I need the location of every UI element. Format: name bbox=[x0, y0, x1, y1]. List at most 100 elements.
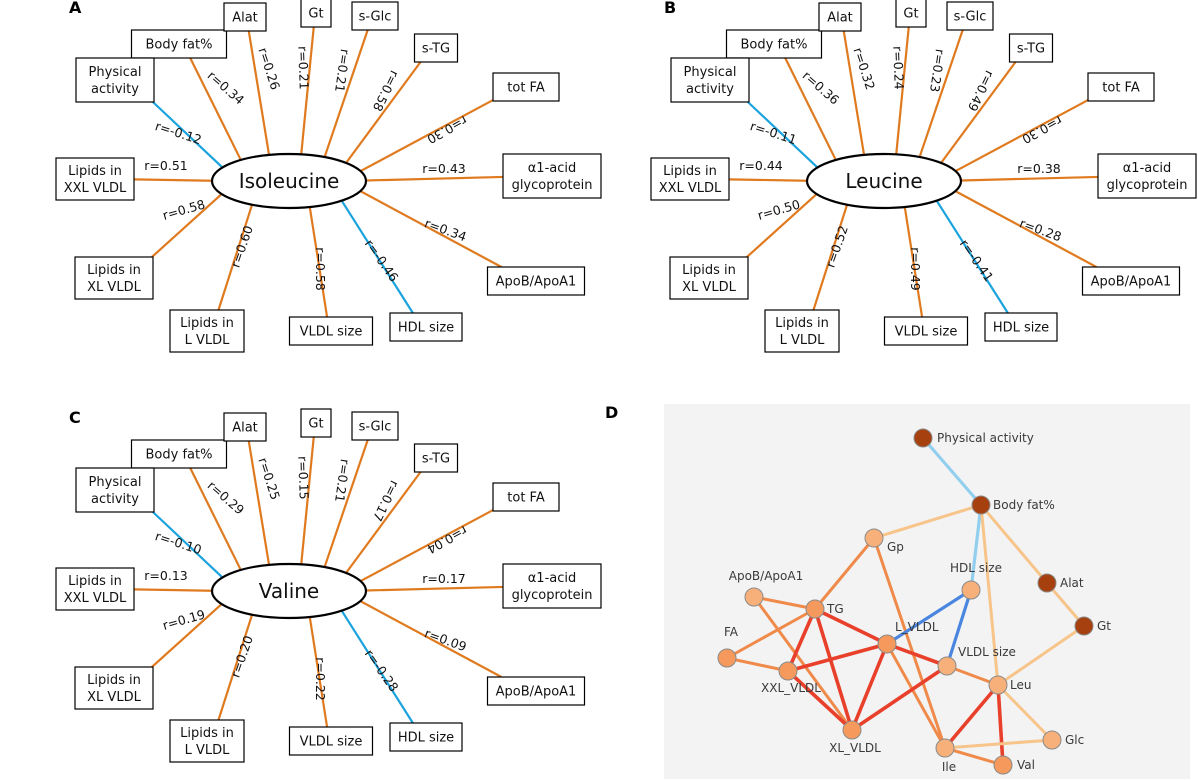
edge-alat bbox=[247, 30, 271, 156]
edge-label-lipids-xl: r=0.19 bbox=[161, 606, 207, 632]
node-label-a1-acid: α1-acid bbox=[528, 571, 577, 586]
node-label-alat: Alat bbox=[232, 421, 258, 436]
edge-label-lipids-xxl: r=0.51 bbox=[144, 158, 187, 173]
network-edge-ile-glc bbox=[943, 738, 1054, 750]
network-edge-ile-val bbox=[943, 746, 1005, 767]
network-edge-fa-tg bbox=[725, 607, 817, 660]
edge-gt bbox=[300, 436, 315, 565]
panel-letter: D bbox=[605, 403, 618, 422]
node-label-s-glc: s-Glc bbox=[359, 420, 392, 435]
edge-lipids-xxl bbox=[728, 178, 808, 182]
network-edge-leu-ile bbox=[943, 683, 1000, 750]
node-label-gt: Gt bbox=[308, 7, 323, 22]
node-box-hdl-size bbox=[389, 312, 463, 342]
edge-label-s-glc: r=0.21 bbox=[332, 48, 353, 93]
network-edge-body-fat-alat bbox=[979, 503, 1049, 585]
node-box-tot-fa bbox=[492, 72, 560, 102]
node-label-lipids-l: Lipids in bbox=[775, 316, 829, 331]
node-label-lipids-l: Lipids in bbox=[180, 726, 234, 741]
network-label-leu: Leu bbox=[1010, 678, 1031, 692]
node-box-hdl-size bbox=[984, 312, 1058, 342]
edge-vldl-size bbox=[308, 616, 329, 728]
node-label-body-fat: Body fat% bbox=[741, 38, 808, 53]
edge-gt bbox=[895, 26, 910, 155]
edge-label-lipids-xxl: r=0.44 bbox=[739, 158, 782, 173]
network-edge-apob-tg bbox=[752, 595, 817, 611]
network-node-xl-vldl bbox=[842, 720, 862, 740]
network-label-xl-vldl: XL_VLDL bbox=[829, 741, 881, 755]
network-node-val bbox=[993, 755, 1013, 775]
node-label-a1-acid: α1-acid bbox=[528, 161, 577, 176]
network-edge-physical-activity-body-fat bbox=[921, 436, 983, 507]
edge-s-tg bbox=[345, 471, 422, 574]
node-label-vldl-size: VLDL size bbox=[300, 735, 363, 750]
node-label-lipids-xl: XL VLDL bbox=[87, 280, 141, 295]
edge-lipids-l bbox=[217, 614, 254, 721]
node-label-body-fat: Body fat% bbox=[146, 448, 213, 463]
edge-label-lipids-xl: r=0.58 bbox=[161, 196, 207, 222]
node-box-lipids-xxl bbox=[55, 567, 135, 611]
network-node-gp bbox=[864, 528, 884, 548]
node-box-lipids-xl bbox=[74, 666, 154, 710]
edge-label-lipids-xxl: r=0.13 bbox=[144, 568, 187, 583]
node-box-a1-acid bbox=[1097, 153, 1197, 199]
node-label-gt: Gt bbox=[903, 7, 918, 22]
edge-label-apob: r=0.34 bbox=[423, 215, 469, 244]
edge-label-alat: r=0.32 bbox=[850, 46, 878, 92]
node-label-lipids-xl: XL VLDL bbox=[87, 690, 141, 705]
node-label-physical-activity: Physical bbox=[89, 65, 142, 80]
node-box-lipids-xl bbox=[669, 256, 749, 300]
edge-lipids-xl bbox=[151, 193, 223, 258]
node-label-gt: Gt bbox=[308, 417, 323, 432]
edge-body-fat bbox=[784, 57, 837, 161]
node-label-lipids-xxl: XXL VLDL bbox=[659, 181, 722, 196]
network-edge-gt-leu bbox=[996, 624, 1086, 687]
edge-label-lipids-l: r=0.60 bbox=[228, 224, 256, 270]
node-box-lipids-l bbox=[169, 309, 245, 353]
panel-letter: C bbox=[69, 408, 81, 427]
network-node-leu bbox=[988, 675, 1008, 695]
edge-label-apob: r=0.09 bbox=[423, 625, 469, 654]
edge-tot-fa bbox=[360, 509, 494, 583]
node-box-alat bbox=[223, 412, 267, 442]
edge-label-alat: r=0.26 bbox=[255, 46, 283, 92]
node-label-a1-acid: glycoprotein bbox=[1107, 178, 1188, 193]
network-label-vldl-size: VLDL size bbox=[958, 645, 1016, 659]
edge-vldl-size bbox=[308, 206, 329, 318]
node-box-gt bbox=[300, 408, 332, 438]
node-box-lipids-l bbox=[169, 719, 245, 763]
node-label-lipids-xxl: XXL VLDL bbox=[64, 181, 127, 196]
node-label-physical-activity: activity bbox=[686, 82, 734, 97]
node-box-tot-fa bbox=[492, 482, 560, 512]
edge-tot-fa bbox=[360, 99, 494, 173]
network-label-l-vldl: L_VLDL bbox=[895, 620, 939, 634]
node-label-lipids-xxl: XXL VLDL bbox=[64, 591, 127, 606]
node-box-s-glc bbox=[946, 1, 994, 31]
edge-label-gt: r=0.24 bbox=[890, 46, 907, 90]
node-label-physical-activity: Physical bbox=[89, 475, 142, 490]
edge-label-hdl-size: r=-0.41 bbox=[957, 236, 997, 284]
edge-lipids-l bbox=[812, 204, 849, 311]
network-edge-fa-xxl-vldl bbox=[725, 656, 790, 673]
network-edge-tg-xl-vldl bbox=[813, 607, 854, 732]
node-label-tot-fa: tot FA bbox=[507, 491, 545, 506]
network-label-gt: Gt bbox=[1097, 619, 1111, 633]
edge-physical-activity bbox=[747, 101, 819, 169]
node-box-apob bbox=[486, 676, 586, 706]
node-box-gt bbox=[300, 0, 332, 28]
network-node-physical-activity bbox=[913, 428, 933, 448]
network-label-glc: Glc bbox=[1065, 733, 1084, 747]
edge-s-tg bbox=[345, 61, 422, 164]
network-edge-l-vldl-ile bbox=[885, 642, 947, 750]
center-label: Leucine bbox=[845, 169, 922, 193]
node-label-physical-activity: activity bbox=[91, 492, 139, 507]
node-label-alat: Alat bbox=[232, 11, 258, 26]
network-node-tg bbox=[805, 599, 825, 619]
edge-physical-activity bbox=[152, 101, 224, 169]
node-box-s-glc bbox=[351, 1, 399, 31]
network-edge-tg-l-vldl bbox=[813, 607, 889, 646]
node-label-physical-activity: Physical bbox=[684, 65, 737, 80]
network-background bbox=[664, 404, 1190, 779]
